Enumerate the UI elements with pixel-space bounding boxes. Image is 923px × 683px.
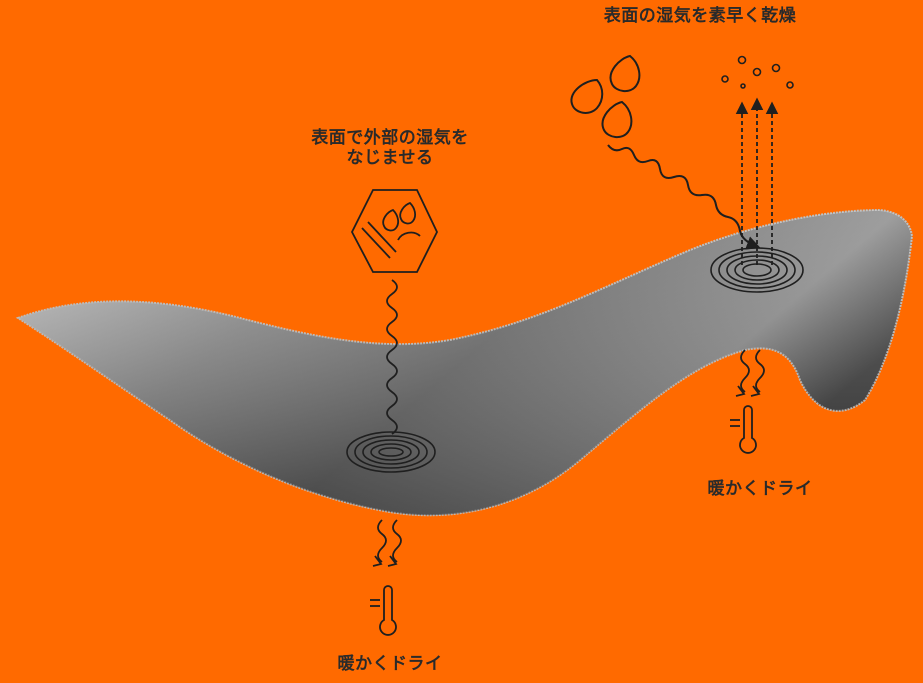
thermometer-icon-bottom bbox=[370, 585, 397, 636]
water-drops-icon bbox=[570, 54, 641, 138]
label-absorb-line-1: 表面で外部の湿気を bbox=[311, 128, 469, 148]
fabric-wave bbox=[15, 208, 914, 517]
label-warm-dry-right: 暖かくドライ bbox=[707, 479, 813, 499]
heat-wave-icon-bottom bbox=[372, 519, 402, 567]
hexagon-fabric-icon bbox=[350, 189, 439, 273]
label-warm-dry-bottom: 暖かくドライ bbox=[337, 654, 443, 674]
label-absorb-external-moisture: 表面で外部の湿気を なじませる bbox=[260, 128, 520, 168]
ripple-icon-middle bbox=[346, 431, 436, 473]
label-absorb-line-2: なじませる bbox=[346, 148, 434, 168]
evaporation-bubbles-icon bbox=[721, 55, 794, 89]
moisture-flow-vertical bbox=[386, 279, 398, 435]
heat-wave-icon-right bbox=[735, 349, 765, 397]
thermometer-icon-right bbox=[730, 405, 757, 454]
label-quick-dry-surface: 表面の湿気を素早く乾燥 bbox=[603, 6, 797, 26]
upward-arrows-icon bbox=[735, 97, 779, 265]
moisture-flow-arrow bbox=[607, 144, 761, 250]
ripple-icon-right bbox=[710, 247, 804, 293]
